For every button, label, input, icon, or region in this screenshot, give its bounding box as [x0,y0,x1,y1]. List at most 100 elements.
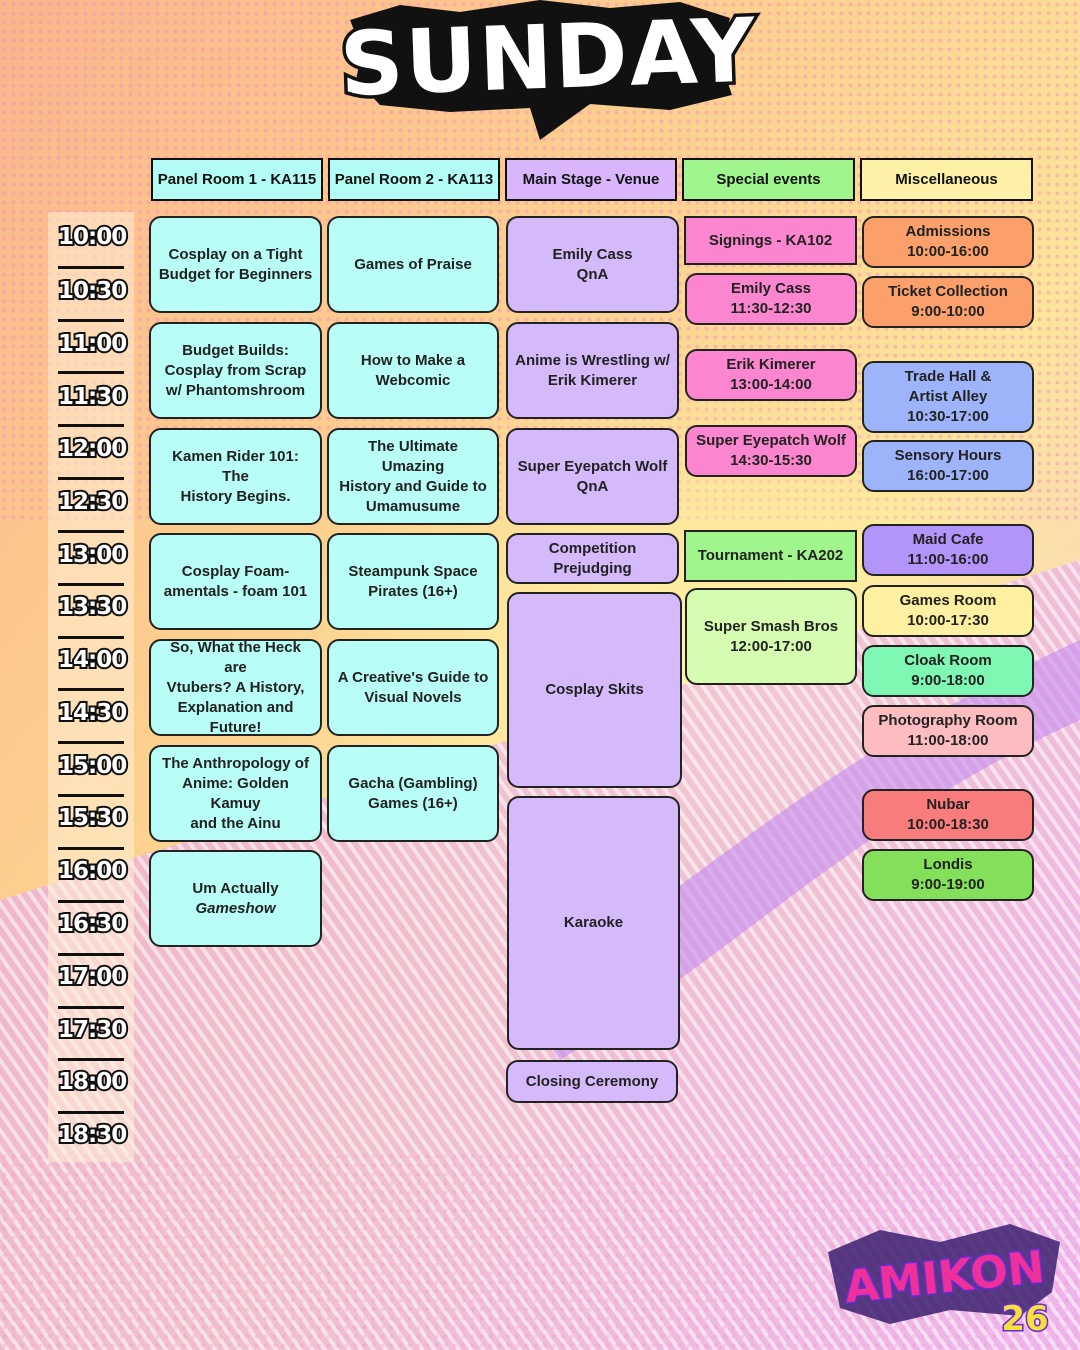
logo-year: 26 [1001,1299,1048,1337]
event-card[interactable]: Anime is Wrestling w/ Erik Kimerer [506,322,679,419]
event-time: 9:00-10:00 [911,303,985,320]
event-card[interactable]: Cloak Room 9:00-18:00 [862,645,1034,697]
event-card[interactable]: Um Actually Gameshow [149,850,322,947]
event-time: 13:00-14:00 [730,376,812,393]
event-card[interactable]: Kamen Rider 101: The History Begins. [149,428,322,525]
event-title: w/ Phantomshroom [165,381,306,399]
time-divider [58,319,124,322]
event-title: Closing Ceremony [525,1072,659,1090]
event-title: Um Actually [192,879,279,897]
event-card[interactable]: So, What the Heck are Vtubers? A History… [149,639,322,736]
event-title: Emily Cass [730,280,812,297]
title-banner: SUNDAY [335,0,762,145]
page-title: SUNDAY [335,0,762,119]
event-card[interactable]: Closing Ceremony [506,1060,678,1103]
time-divider [58,1006,124,1009]
time-label: 13:00 [56,540,129,570]
event-card[interactable]: Ticket Collection 9:00-10:00 [862,276,1034,328]
time-divider [58,530,124,533]
event-title: Future! [209,718,262,736]
event-card[interactable]: Maid Cafe 11:00-16:00 [862,524,1034,576]
time-label: 17:00 [56,962,129,992]
event-card[interactable]: How to Make a Webcomic [327,322,499,419]
time-divider [58,741,124,744]
event-title: Pirates (16+) [368,582,458,600]
event-title: Umamusume [365,497,461,515]
event-title: Gacha (Gambling) [348,774,478,792]
event-title: Karaoke [563,914,624,931]
event-card[interactable]: Games Room 10:00-17:30 [862,585,1034,637]
event-title: Signings - KA102 [708,231,833,249]
event-title: Photography Room [878,712,1018,729]
event-card[interactable]: The Ultimate Umazing History and Guide t… [327,428,499,525]
event-card[interactable]: Super Eyepatch Wolf 14:30-15:30 [685,425,857,477]
event-title: Super Eyepatch Wolf [696,432,846,449]
time-label: 14:30 [56,698,129,728]
time-label: 15:30 [56,803,129,833]
event-title: Tournament - KA202 [697,547,844,564]
header-miscellaneous: Miscellaneous [860,158,1033,201]
event-card[interactable]: Nubar 10:00-18:30 [862,789,1034,841]
time-divider [58,424,124,427]
event-title: Vtubers? A History, [166,678,305,696]
event-card[interactable]: Emily Cass QnA [506,216,679,313]
event-title: Admissions [905,223,991,240]
event-card[interactable]: Gacha (Gambling) Games (16+) [327,745,499,842]
event-time: 10:00-17:30 [907,612,989,629]
event-card[interactable]: Sensory Hours 16:00-17:00 [862,440,1034,492]
event-card[interactable]: Budget Builds: Cosplay from Scrap w/ Pha… [149,322,322,419]
event-card[interactable]: Super Smash Bros 12:00-17:00 [685,588,857,685]
event-card[interactable]: Erik Kimerer 13:00-14:00 [685,349,857,401]
event-time: 14:30-15:30 [730,452,812,469]
event-title: Steampunk Space [348,562,478,580]
event-card[interactable]: The Anthropology of Anime: Golden Kamuy … [149,745,322,842]
event-card[interactable]: Karaoke [507,796,680,1050]
event-title: History Begins. [180,487,291,505]
event-title: Games (16+) [368,794,458,812]
event-card[interactable]: Londis 9:00-19:00 [862,849,1034,901]
event-title: Games Room [899,592,997,609]
event-card[interactable]: Competition Prejudging [506,533,679,584]
title-splat-shape [350,0,732,140]
event-card[interactable]: Cosplay on a Tight Budget for Beginners [149,216,322,313]
header-panel-room-1: Panel Room 1 - KA115 [151,158,323,201]
event-title: Gameshow [195,899,276,917]
event-title: A Creative's Guide to [337,668,489,686]
event-time: 10:00-18:30 [907,816,989,833]
time-divider [58,1111,124,1114]
event-time: 11:00-18:00 [907,732,989,749]
time-divider [58,794,124,797]
event-card[interactable]: Trade Hall & Artist Alley 10:30-17:00 [862,361,1034,433]
time-divider [58,900,124,903]
event-title: History and Guide to [339,477,487,495]
event-card[interactable]: Emily Cass 11:30-12:30 [685,273,857,325]
event-card[interactable]: Admissions 10:00-16:00 [862,216,1034,268]
event-title: Explanation and [177,698,294,716]
event-title: Visual Novels [364,688,462,706]
header-main-stage: Main Stage - Venue [505,158,677,201]
event-card[interactable]: Cosplay Skits [507,592,682,788]
event-card[interactable]: Games of Praise [327,216,499,313]
amikon-logo: AMIKON 26 [828,1224,1060,1337]
time-divider [58,477,124,480]
event-title: The Anthropology of [162,754,309,772]
event-card[interactable]: Super Eyepatch Wolf QnA [506,428,679,525]
time-divider [58,583,124,586]
event-card[interactable]: A Creative's Guide to Visual Novels [327,639,499,736]
time-divider [58,688,124,691]
time-label: 16:30 [56,909,129,939]
event-title: QnA [576,477,609,495]
event-title: Prejudging [553,559,632,577]
event-time: 9:00-18:00 [911,672,985,689]
event-card[interactable]: Photography Room 11:00-18:00 [862,705,1034,757]
event-card[interactable]: Steampunk Space Pirates (16+) [327,533,499,630]
event-title: Trade Hall & [904,368,992,385]
event-title: Cosplay Skits [545,681,644,698]
event-title: Budget Builds: [182,341,289,359]
time-divider [58,371,124,374]
event-card[interactable]: Cosplay Foam- amentals - foam 101 [149,533,322,630]
event-title: Anime: Golden Kamuy [182,774,289,812]
event-title: Super Smash Bros [703,617,839,635]
event-title: So, What the Heck are [170,638,301,676]
time-divider [58,953,124,956]
